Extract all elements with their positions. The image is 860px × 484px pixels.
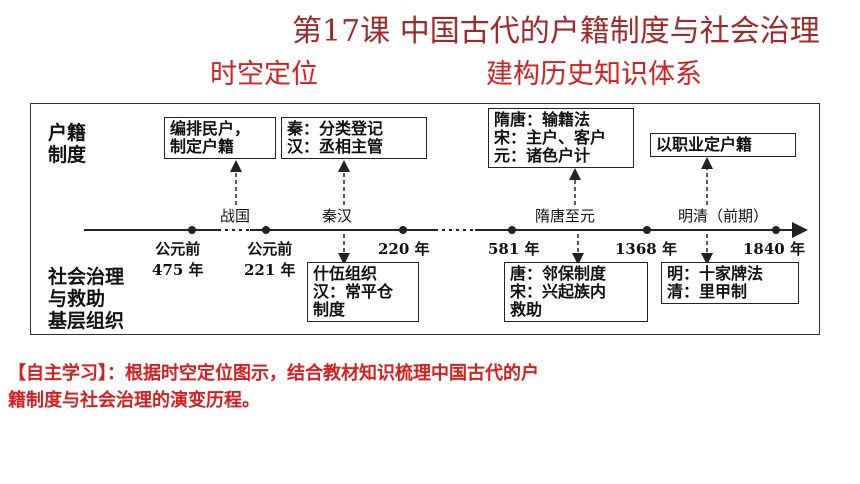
box-warring-states-household: 编排民户， 制定户籍 xyxy=(164,117,276,159)
self-study-line: 【自主学习】：根据时空定位图示，结合教材知识梳理中国古代的户 xyxy=(8,363,539,384)
tick-dot xyxy=(399,226,407,234)
tick-dot xyxy=(772,226,780,234)
row-label-line: 基层组织 xyxy=(48,310,125,332)
box-line: 宋：兴起族内 xyxy=(510,282,607,301)
tick-dot xyxy=(188,226,196,234)
box-line: 明：十家牌法 xyxy=(667,264,764,283)
box-line: 秦：分类登记 xyxy=(287,119,384,138)
row-label-household: 户籍 制度 xyxy=(48,122,86,166)
box-line: 制度 xyxy=(313,300,346,319)
row-label-line: 与救助 xyxy=(48,288,106,310)
subtitle-knowledge-system: 建构历史知识体系 xyxy=(486,59,702,90)
tick-dot xyxy=(508,226,516,234)
box-line: 汉：常平仓 xyxy=(313,282,394,301)
tick-dot xyxy=(643,226,651,234)
box-line: 宋：主户、客户 xyxy=(494,128,607,147)
row-label-line: 社会治理 xyxy=(48,266,125,288)
box-sui-tang-yuan-household: 隋唐：输籍法 宋：主户、客户 元：诸色户计 xyxy=(488,108,634,168)
box-line: 汉：丞相主管 xyxy=(287,137,384,156)
period-label: 秦汉 xyxy=(322,207,353,225)
tick-label-line: 公元前 xyxy=(247,240,293,258)
box-line: 清：里甲制 xyxy=(667,282,748,301)
box-line: 唐：邻保制度 xyxy=(510,264,607,283)
box-line: 编排民户， xyxy=(170,119,251,138)
tick-label: 公元前 475 年 xyxy=(152,238,204,280)
box-tang-song-governance: 唐：邻保制度 宋：兴起族内 救助 xyxy=(504,262,648,322)
tick-label: 公元前 221 年 xyxy=(244,238,296,280)
tick-label-line: 221 年 xyxy=(244,261,296,279)
period-label: 隋唐至元 xyxy=(535,207,596,225)
tick-label: 1840 年 xyxy=(743,240,805,258)
tick-label-line: 公元前 xyxy=(155,240,201,258)
tick-dot xyxy=(262,226,270,234)
box-ming-qing-household: 以职业定户籍 xyxy=(650,133,796,157)
tick-label-line: 475 年 xyxy=(152,261,204,279)
row-label-line: 制度 xyxy=(48,144,87,166)
page-title: 第17课 中国古代的户籍制度与社会治理 xyxy=(292,14,820,49)
box-line: 制定户籍 xyxy=(170,137,235,156)
tick-label: 220 年 xyxy=(378,240,430,258)
self-study-prompt: 【自主学习】：根据时空定位图示，结合教材知识梳理中国古代的户 籍制度与社会治理的… xyxy=(8,360,788,414)
row-label-governance: 社会治理 与救助 基层组织 xyxy=(48,266,124,332)
row-label-line: 户籍 xyxy=(48,122,87,144)
box-line: 元：诸色户计 xyxy=(494,146,591,165)
self-study-line: 籍制度与社会治理的演变历程。 xyxy=(8,390,260,411)
box-line: 以职业定户籍 xyxy=(656,135,753,154)
box-line: 什伍组织 xyxy=(313,264,378,283)
box-qin-han-household: 秦：分类登记 汉：丞相主管 xyxy=(281,117,427,159)
box-qin-han-governance: 什伍组织 汉：常平仓 制度 xyxy=(307,262,419,322)
period-label: 战国 xyxy=(220,207,251,225)
subtitle-spacetime: 时空定位 xyxy=(210,59,318,90)
box-ming-qing-governance: 明：十家牌法 清：里甲制 xyxy=(661,262,799,304)
box-line: 隋唐：输籍法 xyxy=(494,110,591,129)
period-label: 明清（前期） xyxy=(678,207,769,225)
tick-label: 581 年 xyxy=(488,240,540,258)
tick-label: 1368 年 xyxy=(615,240,677,258)
box-line: 救助 xyxy=(510,300,543,319)
